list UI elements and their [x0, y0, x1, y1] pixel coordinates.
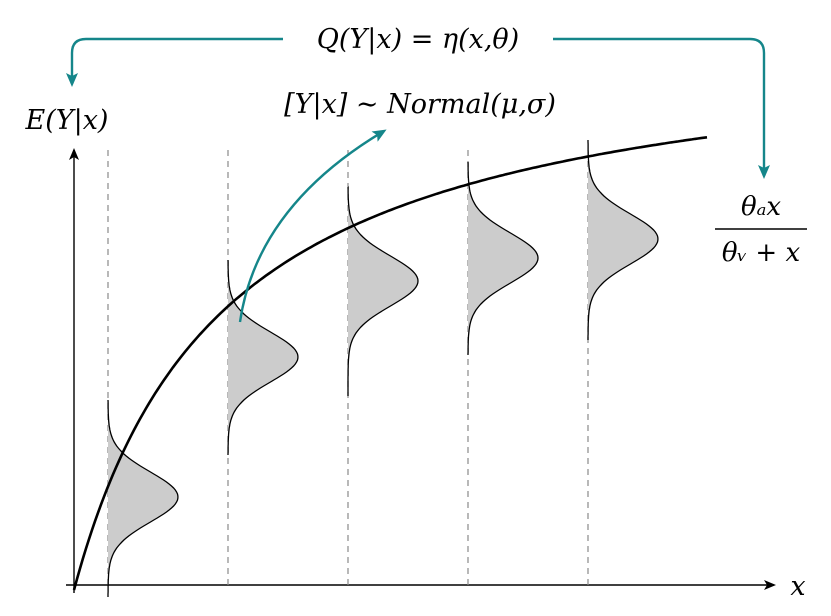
density-fill-5 [588, 140, 658, 340]
curve-equation-numerator: θₐx [741, 192, 781, 222]
mean-curve [72, 136, 708, 591]
density-fill-1 [108, 400, 178, 597]
normal-densities [107, 140, 659, 597]
density-fill-4 [468, 162, 538, 355]
distribution-label: [Y|x] ∼ Normal(μ,σ) [284, 89, 556, 120]
density-curve-2 [227, 259, 299, 455]
x-axis-label: x [790, 571, 805, 602]
y-axis-label: E(Y|x) [25, 105, 109, 136]
density-curve-5 [587, 140, 659, 340]
density-curve-3 [347, 186, 419, 396]
curve-equation-denominator: θᵥ + x [722, 238, 801, 268]
density-curve-1 [107, 399, 179, 597]
curve-equation: θₐx θᵥ + x [715, 192, 807, 268]
density-fill-2 [228, 260, 298, 455]
distribution-arrow [238, 129, 387, 323]
density-curve-4 [467, 161, 539, 355]
top-formula-label: Q(Y|x) = η(x,θ) [317, 24, 519, 55]
density-fill-3 [348, 187, 418, 396]
top-connector-left [66, 37, 283, 87]
top-connector-right [553, 37, 770, 179]
